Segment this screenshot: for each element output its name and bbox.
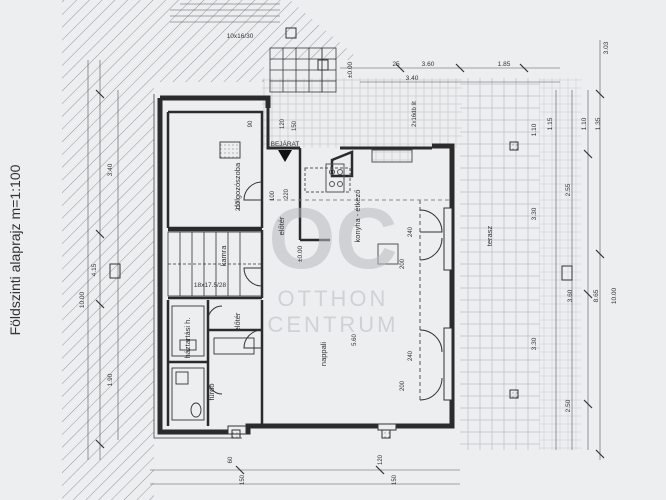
kitchen-counter <box>270 149 450 400</box>
dim-right-0: 3.03 <box>603 41 610 54</box>
dim-left-1: 4.15 <box>91 263 98 276</box>
top-dimensions: 3.60 25 1.85 3.40 <box>392 61 510 82</box>
dimension-lines <box>87 40 601 485</box>
watermark-line2: CENTRUM <box>268 312 399 337</box>
dim-inner-6: 150 <box>292 120 298 131</box>
section-markers <box>109 27 573 439</box>
dim-left-3: 10.00 <box>79 291 86 308</box>
dim-inner-8: 100 <box>270 190 276 201</box>
terrace-paving <box>262 78 582 450</box>
ground-hatching <box>62 0 360 500</box>
dim-inner-4: 220 <box>284 188 290 199</box>
plan-title: Földszinti alaprajz m=1:100 <box>7 164 23 335</box>
dim-right-5: 8.65 <box>593 289 600 302</box>
dim-right-8: 3.30 <box>531 337 538 350</box>
watermark-line1: OTTHON <box>278 286 389 311</box>
room-dolgozo: dolgozószoba <box>233 162 242 209</box>
dim-inner-0: 240 <box>408 226 414 237</box>
room-nappali: nappali <box>319 342 328 367</box>
level-zero-top: ±0.00 <box>347 62 354 79</box>
dim-right-3: 3.30 <box>531 207 538 220</box>
dim-left-2: 1.90 <box>107 373 114 386</box>
dim-inner-12: 60 <box>228 456 234 463</box>
top-steps-hatched <box>170 3 280 23</box>
dim-right-11: 1.15 <box>547 117 554 130</box>
dim-left-0: 3.40 <box>107 163 114 176</box>
dim-inner-10: 2x16db lit <box>412 101 418 127</box>
room-eloter2: előtér <box>233 312 242 331</box>
room-labels: dolgozószoba kamra előtér konyha - étkez… <box>183 162 494 401</box>
room-eloter: előtér <box>277 216 286 235</box>
dim-right-10: 1.10 <box>581 117 588 130</box>
dim-inner-15: 150 <box>392 474 398 485</box>
room-haztartasi: háztartási h. <box>183 318 192 359</box>
dim-inner-13: 150 <box>240 474 246 485</box>
dim-top-0: 3.60 <box>422 61 435 68</box>
dim-inner-14: 120 <box>378 454 384 465</box>
dim-top-2: 1.85 <box>498 61 511 68</box>
dim-inner-1: 200 <box>400 258 406 269</box>
dim-right-9: 1.35 <box>595 117 602 130</box>
dim-top-3: 3.40 <box>406 75 419 82</box>
room-konyha: konyha - étkező <box>353 190 362 243</box>
dim-inner-5: 217 <box>236 200 242 211</box>
bathroom-fixtures <box>171 141 255 421</box>
stairs-top-label: 10x16/30 <box>227 33 254 40</box>
dim-inner-9: 5.60 <box>352 334 358 346</box>
dim-inner-7: 120 <box>280 118 286 129</box>
dim-inner-2: 240 <box>408 350 414 361</box>
entrance-label: BEJÁRAT <box>271 139 300 148</box>
dimension-ticks <box>95 63 605 475</box>
left-dimensions: 3.40 4.15 1.90 10.00 <box>79 163 114 386</box>
dim-right-7: 2.50 <box>565 399 572 412</box>
dim-right-2: 2.55 <box>565 183 572 196</box>
inner-dimensions: 240 200 240 200 220 217 150 120 100 5.60… <box>228 101 418 485</box>
watermark-mark: OC <box>269 191 398 287</box>
outer-walls <box>153 94 455 439</box>
watermark: OC OTTHON CENTRUM <box>268 191 399 337</box>
stairs-mid-label: 18x17.5/28 <box>194 282 227 289</box>
dim-right-4: 3.60 <box>567 289 574 302</box>
dim-right-1: 1.10 <box>531 123 538 136</box>
room-kamra: kamra <box>219 245 228 267</box>
room-furdo: fürdő <box>207 383 216 400</box>
dim-right-6: 10.00 <box>611 287 618 304</box>
plan-annotations: 10x16/30 18x17.5/28 BEJÁRAT ±0.00 ±0.00 <box>194 33 354 289</box>
entrance-arrow <box>278 150 292 162</box>
level-zero-left: ±0.00 <box>297 246 304 263</box>
top-stairs <box>269 47 337 93</box>
dim-inner-11: 90 <box>248 120 254 127</box>
dim-inner-3: 200 <box>400 380 406 391</box>
room-terasz: terasz <box>485 226 494 247</box>
right-dimensions: 3.03 1.10 2.55 3.30 3.60 8.65 10.00 2.50… <box>531 41 618 412</box>
dim-top-1: 25 <box>392 61 400 68</box>
mid-staircase <box>167 231 263 297</box>
